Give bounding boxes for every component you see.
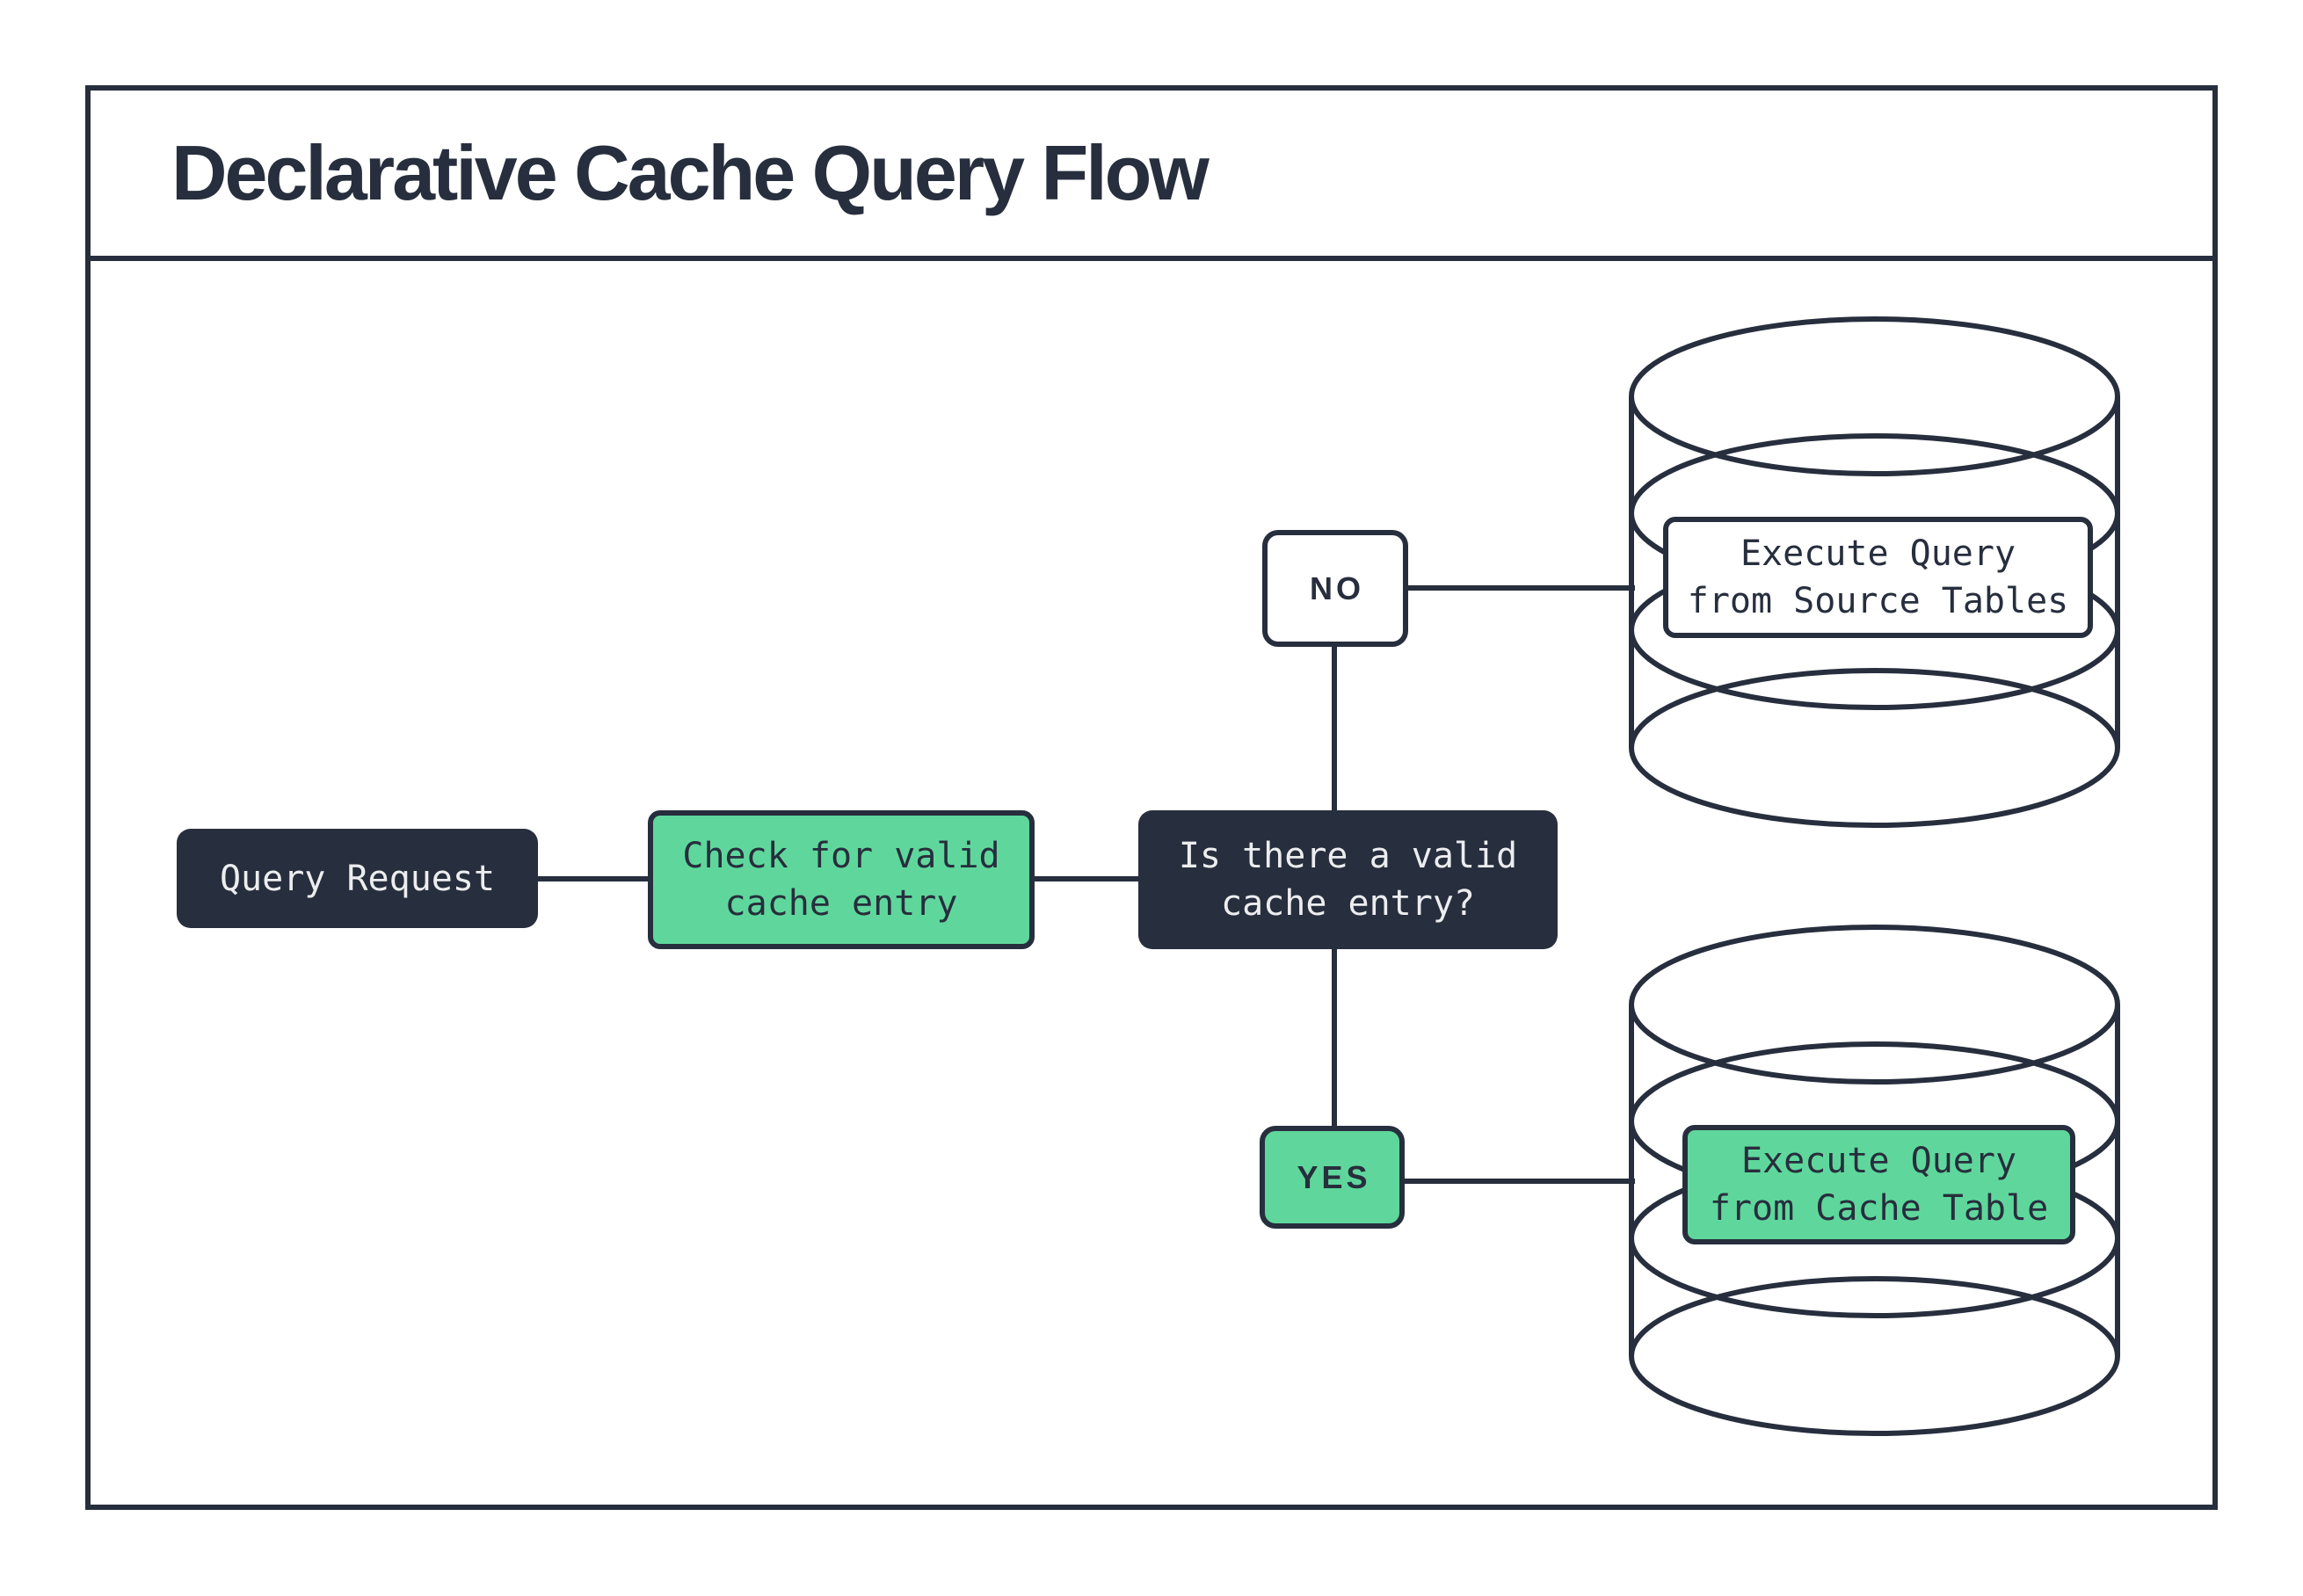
yes-branch-node: YES — [1260, 1126, 1405, 1229]
source-database-icon — [1629, 316, 2120, 828]
no-branch-label: NO — [1310, 569, 1364, 606]
page-title: Declarative Cache Query Flow — [171, 129, 1210, 216]
title-bar: Declarative Cache Query Flow — [91, 91, 2212, 261]
execute-cache-node: Execute Query from Cache Table — [1682, 1125, 2075, 1244]
no-branch-node: NO — [1262, 530, 1408, 647]
check-cache-node: Check for valid cache entry — [648, 810, 1035, 949]
cache-decision-label: Is there a valid cache entry? — [1178, 836, 1518, 924]
execute-cache-label: Execute Query from Cache Table — [1709, 1141, 2049, 1229]
query-request-label: Query Request — [219, 858, 496, 899]
cache-decision-node: Is there a valid cache entry? — [1138, 810, 1558, 949]
diagram-frame: Declarative Cache Query Flow — [85, 85, 2218, 1510]
query-request-node: Query Request — [177, 829, 538, 928]
execute-source-label: Execute Query from Source Tables — [1687, 533, 2069, 621]
yes-branch-label: YES — [1297, 1158, 1371, 1195]
execute-source-node: Execute Query from Source Tables — [1663, 517, 2093, 638]
check-cache-label: Check for valid cache entry — [682, 836, 1000, 924]
